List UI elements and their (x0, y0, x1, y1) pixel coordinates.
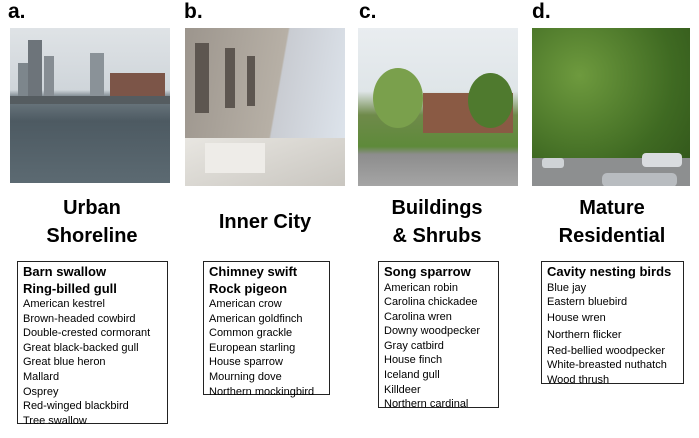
panel-d-title: Mature Residential (527, 194, 697, 250)
species-item: Red-winged blackbird (23, 400, 129, 413)
species-item: Wood thrush (547, 373, 610, 386)
species-item: House wren (547, 311, 606, 324)
panel-c-title: Buildings & Shrubs (352, 194, 522, 250)
photo-urban-shoreline (10, 28, 170, 183)
featured-species: Rock pigeon (209, 280, 288, 296)
species-item: Northern cardinal (384, 398, 469, 411)
species-list-b: Chimney swift Rock pigeon American crow … (203, 261, 330, 398)
species-item: Double-crested cormorant (23, 327, 151, 340)
photo-inner-city (185, 28, 345, 186)
species-item: Blue jay (547, 281, 587, 294)
species-item: Carolina wren (384, 310, 452, 323)
featured-species: Song sparrow (384, 264, 471, 279)
species-item: American goldfinch (209, 312, 303, 325)
title-line: Mature (579, 197, 645, 219)
species-item: Killdeer (384, 383, 421, 396)
panel-a-title: Urban Shoreline (7, 194, 177, 250)
title-line: Urban (63, 197, 121, 219)
species-list-d: Cavity nesting birds Blue jay Eastern bl… (541, 261, 684, 386)
species-item: Mourning dove (209, 370, 282, 383)
featured-species: Barn swallow (23, 264, 107, 279)
featured-species: Ring-billed gull (23, 280, 117, 296)
featured-species: Chimney swift (209, 264, 298, 279)
title-line: Shoreline (46, 225, 138, 247)
title-line: Buildings (391, 197, 483, 219)
featured-species: Cavity nesting birds (547, 264, 672, 279)
species-item: Eastern bluebird (547, 296, 628, 309)
species-item: Northern flicker (547, 328, 622, 341)
panel-c-label: c. (359, 0, 377, 23)
species-item: American crow (209, 298, 282, 310)
photo-mature-residential (532, 28, 690, 186)
species-list-a: Barn swallow Ring-billed gull American k… (17, 261, 168, 427)
species-item: Osprey (23, 385, 59, 398)
panel-a-label: a. (8, 0, 26, 23)
title-line: & Shrubs (392, 225, 482, 247)
species-item: Common grackle (209, 327, 293, 340)
species-item: American robin (384, 281, 458, 294)
species-item: White-breasted nuthatch (547, 359, 667, 372)
species-item: Great blue heron (23, 356, 106, 369)
title-line: Residential (558, 225, 666, 247)
species-item: Carolina chickadee (384, 296, 478, 309)
species-item: House finch (384, 354, 443, 367)
species-item: European starling (209, 341, 296, 354)
panel-b-title: Inner City (180, 208, 350, 236)
species-item: Red-bellied woodpecker (547, 344, 666, 357)
panel-b-label: b. (184, 0, 203, 23)
species-item: Tree swallow (23, 414, 87, 427)
title-line: Inner City (218, 211, 312, 233)
species-item: American kestrel (23, 298, 105, 310)
species-list-c: Song sparrow American robin Carolina chi… (378, 261, 499, 410)
species-item: Downy woodpecker (384, 325, 480, 338)
species-item: Gray catbird (384, 339, 444, 352)
species-item: Iceland gull (384, 369, 440, 382)
species-item: Brown-headed cowbird (23, 312, 136, 325)
species-item: Great black-backed gull (23, 341, 139, 354)
species-item: Mallard (23, 370, 60, 383)
species-item: House sparrow (209, 356, 283, 369)
panel-d-label: d. (532, 0, 551, 23)
species-item: Northern mockingbird (209, 385, 315, 398)
photo-buildings-shrubs (358, 28, 518, 186)
